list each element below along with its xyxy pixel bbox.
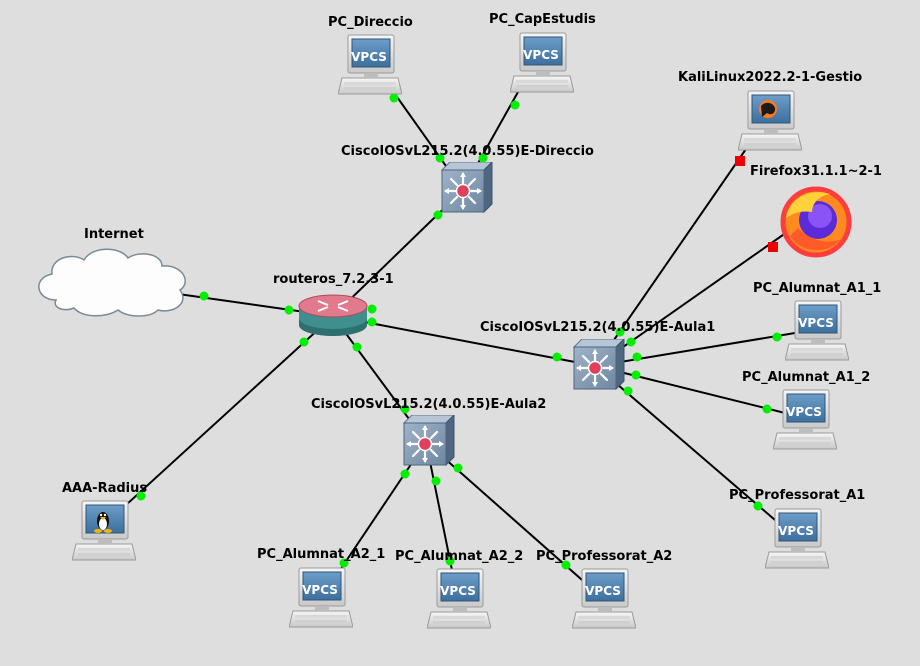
link-sw_aula1-kali[interactable] xyxy=(595,135,756,367)
pc-capestudis-node[interactable]: VPCS xyxy=(510,32,574,93)
router-icon xyxy=(298,294,368,336)
port-up-indicator xyxy=(753,501,763,511)
router-node[interactable] xyxy=(298,294,368,336)
vpcs-screen-text: VPCS xyxy=(786,405,822,419)
port-down-indicator xyxy=(768,242,778,252)
port-up-indicator xyxy=(400,469,410,479)
vpcs-screen-text: VPCS xyxy=(351,50,387,64)
vpcs-screen-text: VPCS xyxy=(778,524,814,538)
port-up-indicator xyxy=(367,304,377,314)
label-pc-alumnat-a1-1: PC_Alumnat_A1_1 xyxy=(753,281,882,296)
pc-professorat-a2-node[interactable]: VPCS xyxy=(572,568,636,629)
vpcs-screen-text: VPCS xyxy=(798,316,834,330)
cloud-icon xyxy=(38,248,186,317)
internet-node[interactable] xyxy=(38,248,186,317)
port-up-indicator xyxy=(389,93,399,103)
vpcs-icon xyxy=(785,300,849,361)
vpcs-icon xyxy=(338,34,402,95)
vpcs-icon xyxy=(572,568,636,629)
label-kali: KaliLinux2022.2-1-Gestio xyxy=(678,70,863,85)
label-pc-alumnat-a2-2: PC_Alumnat_A2_2 xyxy=(395,549,524,564)
port-up-indicator xyxy=(284,305,294,315)
port-up-indicator xyxy=(631,370,641,380)
label-internet: Internet xyxy=(84,227,144,242)
port-up-indicator xyxy=(199,291,209,301)
port-up-indicator xyxy=(510,100,520,110)
switch-direccio-icon[interactable] xyxy=(440,162,494,214)
pc-alumnat-a1-1-node[interactable]: VPCS xyxy=(785,300,849,361)
port-up-indicator xyxy=(762,404,772,414)
vpcs-icon xyxy=(773,389,837,450)
port-up-indicator xyxy=(299,337,309,347)
port-up-indicator xyxy=(445,556,455,566)
label-pc-alumnat-a2-1: PC_Alumnat_A2_1 xyxy=(257,547,386,562)
link-router-aaa[interactable] xyxy=(114,315,334,516)
label-pc-alumnat-a1-2: PC_Alumnat_A1_2 xyxy=(742,370,871,385)
vpcs-icon xyxy=(427,568,491,629)
port-up-indicator xyxy=(435,153,445,163)
port-up-indicator xyxy=(623,386,633,396)
vpcs-icon xyxy=(765,508,829,569)
linux-icon xyxy=(72,500,136,561)
kali-icon xyxy=(738,90,802,151)
port-up-indicator xyxy=(431,476,441,486)
label-pc-capestudis: PC_CapEstudis xyxy=(489,12,596,27)
port-up-indicator xyxy=(626,337,636,347)
label-firefox: Firefox31.1.1~2-1 xyxy=(750,164,882,179)
firefox-icon xyxy=(780,186,852,258)
vpcs-screen-text: VPCS xyxy=(585,584,621,598)
pc-alumnat-a1-2-node[interactable]: VPCS xyxy=(773,389,837,450)
vpcs-icon xyxy=(289,567,353,628)
label-pc-direccio: PC_Direccio xyxy=(328,15,413,30)
port-up-indicator xyxy=(478,153,488,163)
port-up-indicator xyxy=(772,332,782,342)
port-up-indicator xyxy=(352,342,362,352)
label-pc-professorat-a2: PC_Professorat_A2 xyxy=(536,549,673,564)
link-sw_aula1-pc_a1_2[interactable] xyxy=(595,365,786,414)
firefox-node[interactable] xyxy=(780,186,852,258)
vpcs-screen-text: VPCS xyxy=(302,583,338,597)
vpcs-screen-text: VPCS xyxy=(523,48,559,62)
port-up-indicator xyxy=(367,317,377,327)
port-up-indicator xyxy=(433,210,443,220)
label-router: routeros_7.2.3-1 xyxy=(273,272,394,287)
label-aaa-radius: AAA-Radius xyxy=(62,481,148,496)
port-up-indicator xyxy=(561,560,571,570)
port-down-indicator xyxy=(735,156,745,166)
port-up-indicator xyxy=(136,491,146,501)
switch-aula2-icon[interactable] xyxy=(402,415,456,467)
vpcs-screen-text: VPCS xyxy=(440,584,476,598)
label-switch-direccio: CiscoIOSvL215.2(4.0.55)E-Direccio xyxy=(341,144,594,159)
pc-alumnat-a2-1-node[interactable]: VPCS xyxy=(289,567,353,628)
aaa-radius-node[interactable] xyxy=(72,500,136,561)
switch-aula1-icon[interactable] xyxy=(572,339,626,391)
port-up-indicator xyxy=(632,352,642,362)
port-up-indicator xyxy=(453,463,463,473)
label-pc-professorat-a1: PC_Professorat_A1 xyxy=(729,488,866,503)
kali-node[interactable] xyxy=(738,90,802,151)
port-up-indicator xyxy=(552,352,562,362)
pc-professorat-a1-node[interactable]: VPCS xyxy=(765,508,829,569)
port-up-indicator xyxy=(339,558,349,568)
link-sw_aula1-pc_a1_1[interactable] xyxy=(595,332,796,367)
link-router-sw_aula1[interactable] xyxy=(332,315,597,367)
vpcs-icon xyxy=(510,32,574,93)
port-up-indicator xyxy=(400,404,410,414)
link-router-sw_direccio[interactable] xyxy=(332,189,464,317)
label-switch-aula2: CiscoIOSvL215.2(4.0.55)E-Aula2 xyxy=(311,397,547,412)
port-up-indicator xyxy=(615,327,625,337)
pc-direccio-node[interactable]: VPCS xyxy=(338,34,402,95)
pc-alumnat-a2-2-node[interactable]: VPCS xyxy=(427,568,491,629)
link-sw_aula1-firefox[interactable] xyxy=(595,229,791,367)
label-switch-aula1: CiscoIOSvL215.2(4.0.55)E-Aula1 xyxy=(480,320,716,335)
